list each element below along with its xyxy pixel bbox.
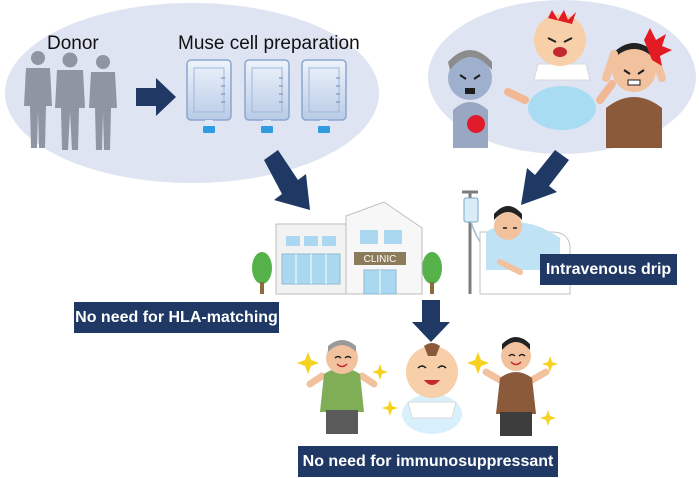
clinic-sign-text: CLINIC [364, 254, 397, 265]
patient-elderly-man [448, 50, 492, 148]
donor-silhouettes [24, 51, 117, 150]
intravenous-drip-box: Intravenous drip [540, 254, 677, 285]
recovered-baby [402, 343, 462, 434]
arrow-to-recovered [412, 300, 450, 342]
sparkles [297, 352, 558, 426]
immunosuppressant-box: No need for immunosuppressant [298, 446, 558, 477]
arrow-patients-to-bed [521, 150, 569, 205]
hla-matching-box: No need for HLA-matching [74, 302, 279, 333]
recovered-elderly-man [306, 340, 378, 434]
patient-man-headache [602, 28, 672, 148]
muse-preparation-label: Muse cell preparation [178, 33, 360, 54]
donor-label: Donor [47, 33, 99, 54]
recovered-man [482, 337, 550, 436]
patient-baby [504, 10, 616, 130]
arrow-preparation-to-clinic [264, 150, 310, 210]
clinic-building: CLINIC [252, 201, 442, 295]
iv-bags [186, 59, 347, 133]
arrow-donor-to-preparation [136, 78, 176, 116]
